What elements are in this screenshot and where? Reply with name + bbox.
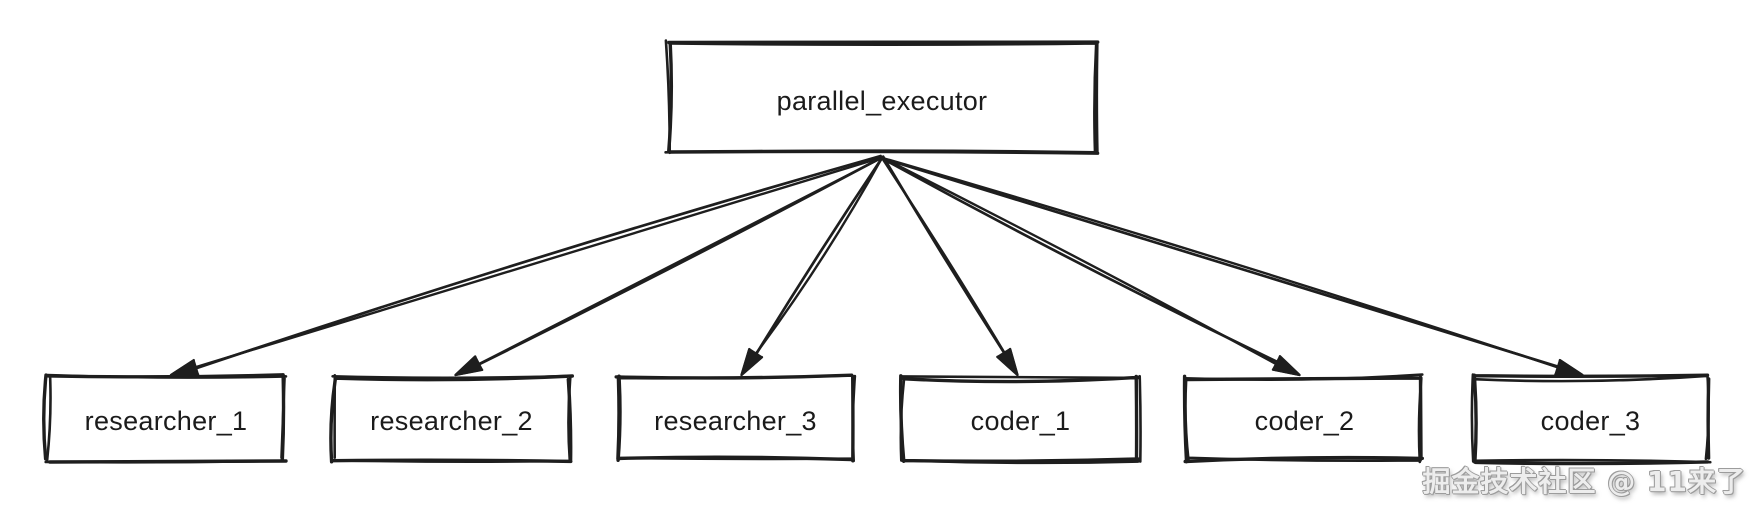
box-stroke — [664, 39, 1098, 155]
box-stroke — [898, 374, 1141, 463]
edge-parallel_executor-coder_1[interactable] — [880, 155, 1019, 377]
node-outline-researcher_2[interactable] — [329, 374, 574, 464]
arrow-line — [881, 156, 1292, 373]
node-label: coder_1 — [970, 406, 1071, 436]
node-outline-coder_1[interactable] — [898, 374, 1142, 465]
node-label: researcher_3 — [654, 406, 817, 436]
arrowhead-stroke — [996, 347, 1019, 377]
arrowhead-stroke — [1554, 358, 1584, 377]
box-stroke — [616, 374, 857, 463]
node-outline-coder_2[interactable] — [1182, 373, 1424, 464]
arrow-line — [179, 156, 883, 373]
edge-parallel_executor-researcher_3[interactable] — [740, 156, 884, 377]
box-stroke — [667, 40, 1100, 155]
box-stroke — [329, 374, 574, 464]
watermark: 掘金技术社区 @ 11来了 — [1422, 465, 1746, 498]
box-stroke — [331, 374, 573, 464]
arrow-line — [882, 156, 1576, 374]
edge-parallel_executor-researcher_2[interactable] — [454, 155, 885, 377]
node-researcher-2[interactable]: researcher_2 — [333, 377, 570, 460]
node-outline-researcher_3[interactable] — [614, 373, 857, 463]
box-stroke — [1184, 373, 1424, 464]
arrowhead-stroke — [454, 355, 484, 377]
node-researcher-3[interactable]: researcher_3 — [618, 377, 853, 460]
node-parallel-executor[interactable]: parallel_executor — [668, 43, 1096, 154]
node-coder-1[interactable]: coder_1 — [903, 377, 1138, 460]
node-label: coder_2 — [1254, 406, 1355, 436]
node-label: researcher_2 — [370, 406, 533, 436]
box-stroke — [44, 373, 288, 464]
node-outline-coder_3[interactable] — [1470, 373, 1712, 466]
node-outline-researcher_1[interactable] — [42, 373, 288, 464]
box-stroke — [1470, 373, 1712, 464]
arrow-line — [880, 155, 1015, 370]
node-label: researcher_1 — [84, 406, 248, 436]
node-label: coder_3 — [1540, 406, 1641, 436]
node-researcher-1[interactable]: researcher_1 — [48, 377, 284, 460]
arrowhead-stroke — [1271, 355, 1301, 377]
edge-parallel_executor-coder_3[interactable] — [880, 156, 1584, 377]
arrowhead-stroke — [169, 359, 200, 377]
node-coder-3[interactable]: coder_3 — [1473, 377, 1708, 460]
node-outline-parallel_executor[interactable] — [664, 39, 1100, 155]
arrow-line — [463, 157, 883, 373]
arrow-line — [744, 156, 884, 369]
node-coder-2[interactable]: coder_2 — [1187, 377, 1422, 460]
edge-parallel_executor-coder_2[interactable] — [879, 156, 1301, 377]
arrowhead-stroke — [740, 347, 764, 377]
box-stroke — [899, 374, 1142, 465]
edge-parallel_executor-researcher_1[interactable] — [169, 154, 883, 377]
node-label: parallel_executor — [776, 86, 988, 116]
